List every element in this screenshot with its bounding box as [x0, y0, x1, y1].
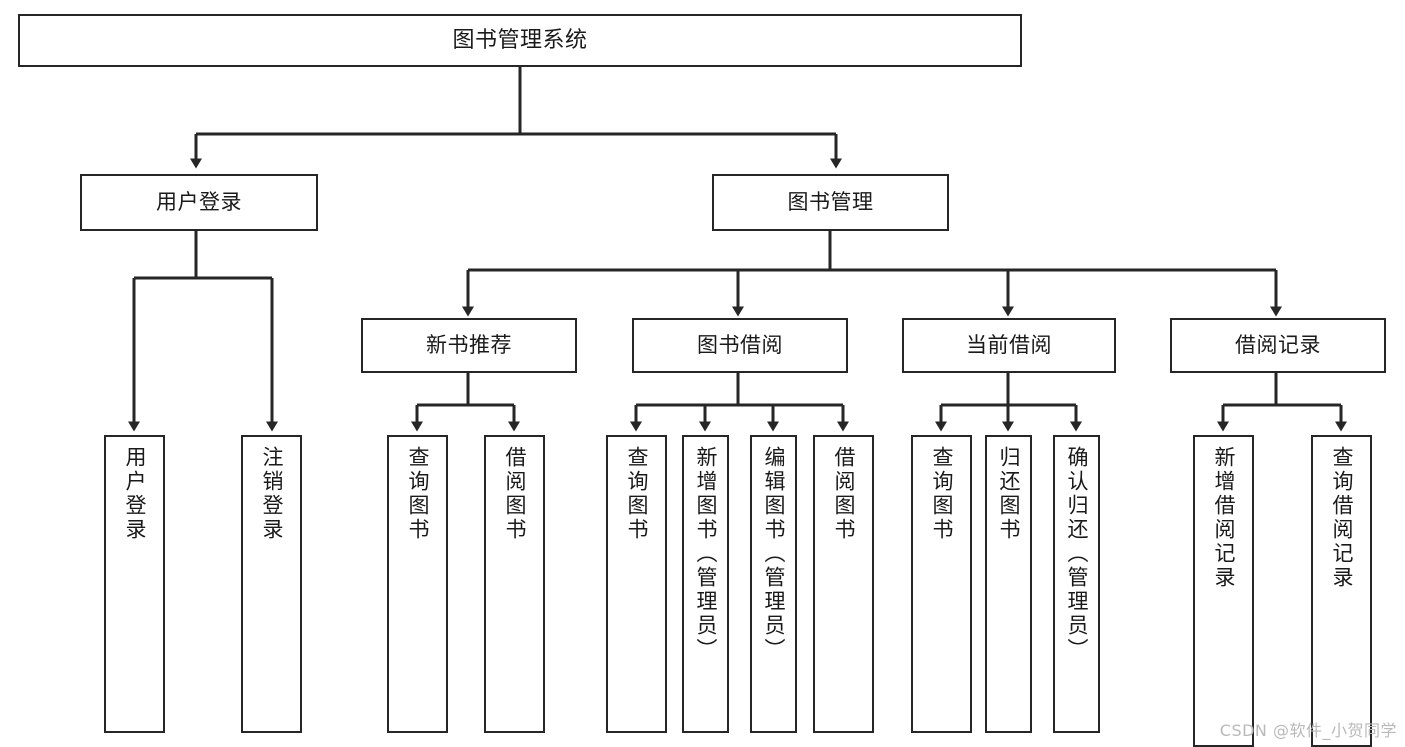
- node-book-borrow[interactable]: 图书借阅: [632, 318, 848, 373]
- node-borrow-records-label: 借阅记录: [1235, 333, 1321, 358]
- leaf-add-borrow-record-label: 新增借阅记录: [1212, 446, 1236, 590]
- leaf-logout-label: 注销登录: [260, 446, 284, 542]
- node-user-login[interactable]: 用户登录: [80, 174, 318, 231]
- leaf-query-borrow-record-label: 查询借阅记录: [1330, 446, 1354, 590]
- leaf-borrow-books-borrow[interactable]: 借阅图书: [813, 435, 874, 733]
- node-root[interactable]: 图书管理系统: [18, 14, 1022, 67]
- leaf-add-book-admin-label: 新增图书（管理员）: [694, 446, 718, 662]
- leaf-edit-book-admin[interactable]: 编辑图书（管理员）: [750, 435, 797, 733]
- leaf-confirm-return-admin[interactable]: 确认归还（管理员）: [1053, 435, 1100, 733]
- leaf-borrow-books-recommend-label: 借阅图书: [503, 446, 527, 542]
- watermark: CSDN @软件_小贺同学: [1219, 721, 1397, 740]
- node-new-book-recommend-label: 新书推荐: [426, 333, 512, 358]
- node-current-borrow-label: 当前借阅: [966, 333, 1052, 358]
- node-book-management[interactable]: 图书管理: [712, 174, 949, 231]
- node-book-management-label: 图书管理: [787, 190, 874, 215]
- leaf-logout[interactable]: 注销登录: [241, 435, 302, 733]
- leaf-query-borrow-record[interactable]: 查询借阅记录: [1311, 435, 1372, 747]
- leaf-confirm-return-admin-label: 确认归还（管理员）: [1065, 446, 1089, 662]
- node-user-login-label: 用户登录: [156, 190, 242, 215]
- node-root-label: 图书管理系统: [452, 27, 588, 53]
- leaf-add-borrow-record[interactable]: 新增借阅记录: [1193, 435, 1254, 747]
- leaf-borrow-books-borrow-label: 借阅图书: [832, 446, 856, 542]
- leaf-query-books-current[interactable]: 查询图书: [911, 435, 972, 733]
- node-borrow-records[interactable]: 借阅记录: [1170, 318, 1386, 373]
- node-book-borrow-label: 图书借阅: [697, 333, 783, 358]
- node-current-borrow[interactable]: 当前借阅: [902, 318, 1116, 373]
- leaf-query-books-borrow-label: 查询图书: [625, 446, 649, 542]
- node-new-book-recommend[interactable]: 新书推荐: [361, 318, 577, 373]
- leaf-user-login-label: 用户登录: [123, 446, 147, 542]
- leaf-borrow-books-recommend[interactable]: 借阅图书: [484, 435, 545, 733]
- leaf-query-books-recommend[interactable]: 查询图书: [387, 435, 448, 733]
- leaf-query-books-current-label: 查询图书: [930, 446, 954, 542]
- leaf-query-books-recommend-label: 查询图书: [406, 446, 430, 542]
- leaf-edit-book-admin-label: 编辑图书（管理员）: [762, 446, 786, 662]
- leaf-add-book-admin[interactable]: 新增图书（管理员）: [682, 435, 729, 733]
- leaf-return-books-label: 归还图书: [997, 446, 1021, 542]
- leaf-return-books[interactable]: 归还图书: [985, 435, 1032, 733]
- leaf-user-login[interactable]: 用户登录: [104, 435, 165, 733]
- leaf-query-books-borrow[interactable]: 查询图书: [606, 435, 667, 733]
